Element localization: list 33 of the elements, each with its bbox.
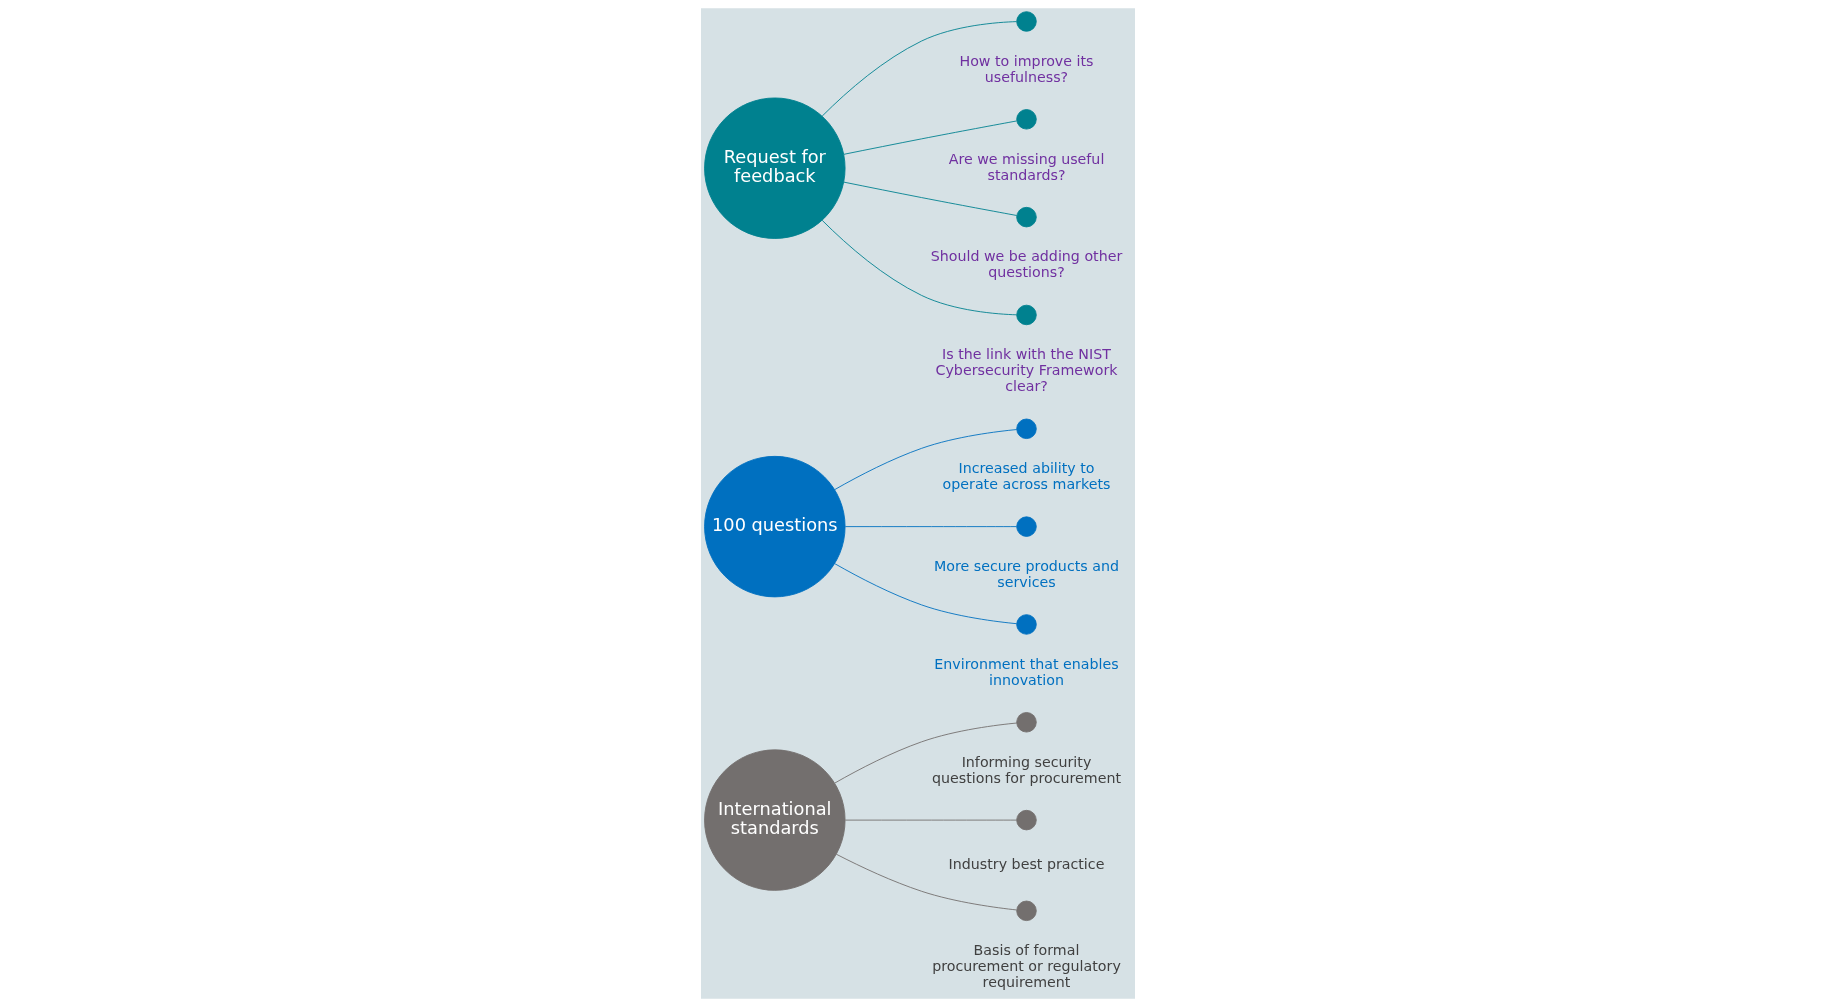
node-circle: International standards [704, 749, 846, 891]
node-label: Is the link with the NIST Cybersecurity Framework clear? [935, 346, 1118, 395]
node-label: Should we be adding other questions? [930, 248, 1123, 281]
connector [835, 853, 1017, 911]
node-circle [1016, 418, 1037, 440]
node-circle [1016, 712, 1037, 733]
node-label: More secure products and services [934, 557, 1119, 590]
connector [821, 21, 1017, 117]
node-circle [1016, 809, 1037, 831]
node-circle [1016, 614, 1037, 635]
connector [834, 722, 1018, 784]
connector [843, 181, 1018, 216]
node-label: Are we missing useful standards? [948, 150, 1105, 183]
node-circle [1016, 109, 1037, 130]
connector [844, 526, 1017, 528]
node-circle [1016, 11, 1037, 32]
connector [843, 120, 1018, 155]
connector [844, 819, 1017, 821]
node-label: Informing security questions for procurement [932, 753, 1121, 786]
node-circle [1016, 206, 1037, 228]
node-circle: Request for feedback [704, 97, 846, 239]
node-circle: 100 questions [704, 455, 846, 598]
connector [821, 219, 1017, 316]
node-circle [1016, 900, 1037, 922]
connector [834, 429, 1018, 490]
node-circle [1016, 516, 1037, 537]
node-label: Industry best practice [948, 855, 1105, 872]
node-label: How to improve its usefulness? [959, 52, 1094, 85]
node-circle [1016, 304, 1037, 326]
node-label: Increased ability to operate across markets [942, 460, 1111, 493]
node-label: Environment that enables innovation [934, 655, 1119, 688]
connector [834, 563, 1018, 625]
node-label: Basis of formal procurement or regulatory requirement [932, 942, 1121, 991]
